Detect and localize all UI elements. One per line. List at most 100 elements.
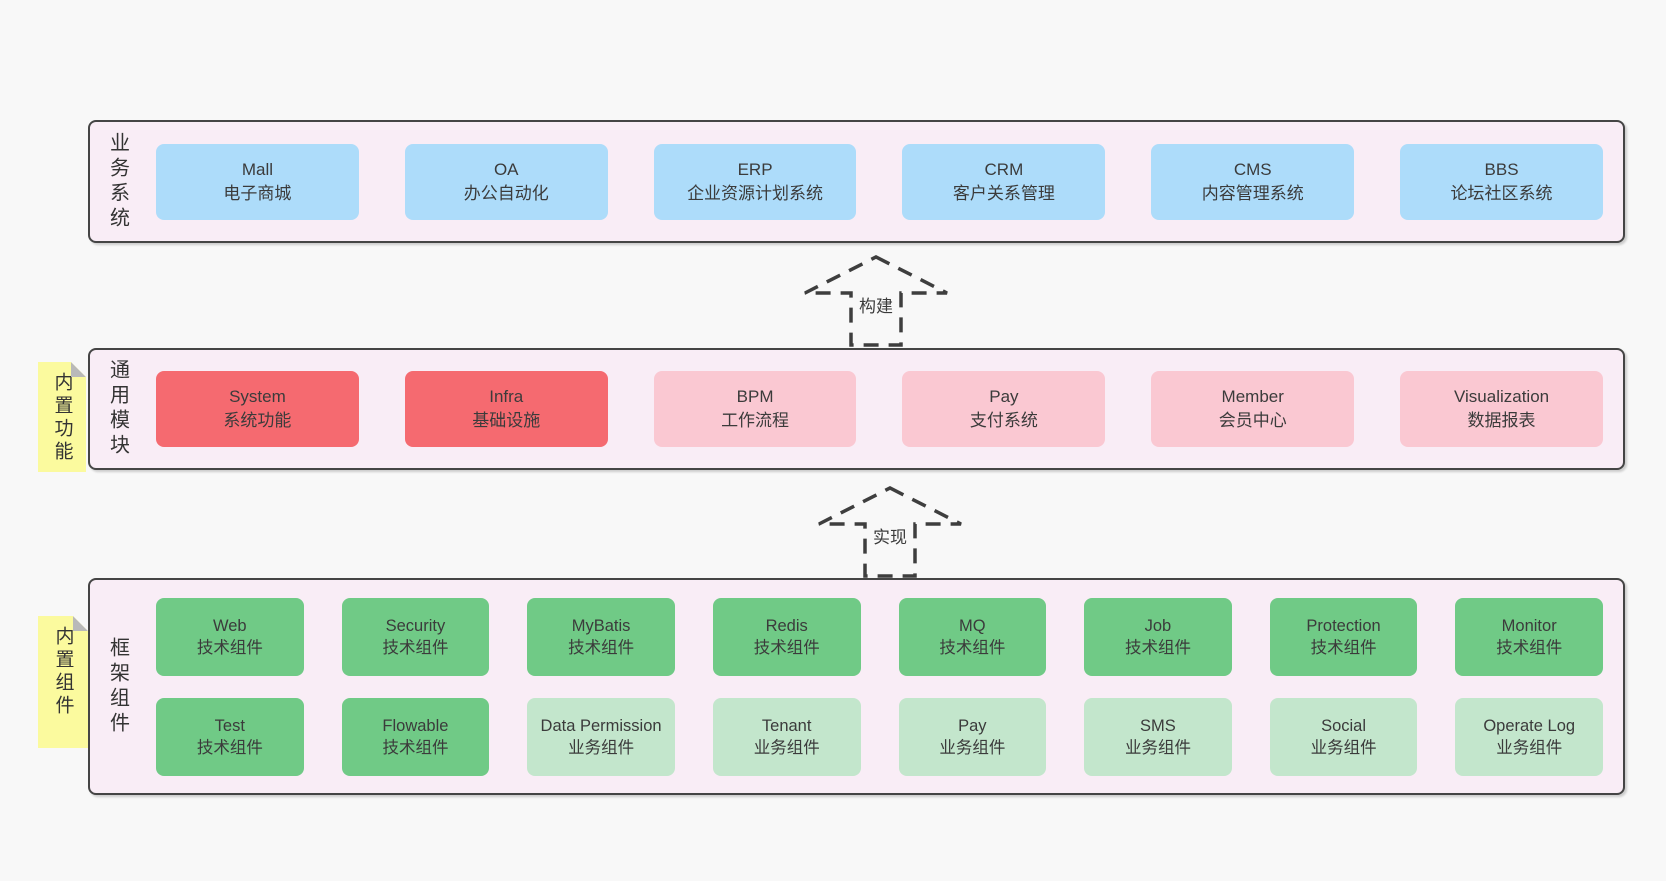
note-fold-icon	[71, 362, 86, 377]
box-title: CRM	[984, 159, 1024, 179]
box-title: Pay	[989, 387, 1019, 406]
box-mq: MQ 技术组件	[898, 597, 1047, 676]
box-system: System 系统功能	[156, 371, 359, 447]
box-subtitle: 企业资源计划系统	[687, 183, 824, 203]
box-title: Member	[1221, 387, 1284, 406]
box-title: SMS	[1140, 716, 1176, 735]
box-subtitle: 业务组件	[753, 738, 820, 757]
box-title: Social	[1321, 716, 1367, 735]
band-label-modules: 通用模块	[106, 359, 129, 459]
box-title: Operate Log	[1483, 716, 1576, 735]
box-member: Member 会员中心	[1151, 371, 1355, 447]
box-cms: CMS 内容管理系统	[1151, 143, 1355, 220]
box-sms: SMS 业务组件	[1084, 697, 1232, 776]
box-title: BBS	[1484, 159, 1519, 179]
box-monitor: Monitor 技术组件	[1455, 597, 1603, 676]
box-data-permission: Data Permission 业务组件	[527, 697, 675, 776]
box-title: Visualization	[1453, 387, 1550, 406]
box-web: Web 技术组件	[156, 597, 304, 676]
box-subtitle: 论坛社区系统	[1450, 183, 1553, 203]
box-social: Social 业务组件	[1269, 697, 1418, 776]
box-title: Mall	[241, 159, 273, 179]
box-mall: Mall 电子商城	[156, 143, 359, 220]
box-subtitle: 技术组件	[1124, 638, 1191, 657]
box-title: System	[229, 387, 286, 406]
box-erp: ERP 企业资源计划系统	[653, 143, 857, 220]
build-arrow: 构建	[800, 254, 952, 348]
box-title: Protection	[1306, 616, 1381, 635]
box-bbs: BBS 论坛社区系统	[1400, 143, 1603, 220]
box-subtitle: 工作流程	[721, 411, 790, 430]
box-title: OA	[493, 159, 519, 179]
box-title: MQ	[959, 616, 986, 635]
box-subtitle: 客户关系管理	[952, 183, 1055, 203]
box-subtitle: 技术组件	[382, 738, 449, 757]
box-subtitle: 数据报表	[1467, 411, 1536, 430]
box-title: MyBatis	[571, 616, 631, 635]
box-subtitle: 技术组件	[1496, 638, 1563, 657]
box-redis: Redis 技术组件	[712, 597, 861, 676]
box-subtitle: 技术组件	[1310, 638, 1377, 657]
box-subtitle: 业务组件	[1496, 738, 1563, 757]
box-operate-log: Operate Log 业务组件	[1455, 697, 1603, 776]
components-rows: Web 技术组件 Security 技术组件 MyBatis 技术组件 Redi…	[146, 580, 1623, 793]
implement-arrow: 实现	[814, 485, 966, 579]
box-subtitle: 电子商城	[223, 183, 292, 203]
dashed-up-arrow-icon	[804, 255, 948, 347]
band-common-modules: 通用模块 System 系统功能 Infra 基础设施 BPM 工作流程 Pay…	[88, 348, 1625, 470]
box-title: Security	[385, 616, 446, 635]
box-title: Job	[1144, 616, 1172, 635]
box-subtitle: 技术组件	[196, 638, 263, 657]
box-subtitle: 业务组件	[939, 738, 1006, 757]
band-business-systems: 业务系统 Mall 电子商城 OA 办公自动化 ERP 企业资源计划系统 CRM…	[88, 120, 1625, 243]
box-subtitle: 业务组件	[1124, 738, 1191, 757]
box-security: Security 技术组件	[341, 597, 490, 676]
note-text: 内置功能	[51, 372, 73, 464]
box-title: Data Permission	[540, 716, 662, 735]
box-title: Monitor	[1501, 616, 1557, 635]
box-flowable: Flowable 技术组件	[341, 697, 490, 776]
box-subtitle: 技术组件	[196, 738, 263, 757]
builtin-components-note: 内置组件	[38, 616, 88, 748]
box-title: Tenant	[761, 716, 812, 735]
box-subtitle: 技术组件	[568, 638, 635, 657]
band-framework-components: 框架组件 Web 技术组件 Security 技术组件 MyBatis 技术组件…	[88, 578, 1625, 795]
builtin-features-note: 内置功能	[38, 362, 86, 472]
box-subtitle: 系统功能	[223, 411, 292, 430]
band-label-business: 业务系统	[106, 131, 129, 232]
box-job: Job 技术组件	[1084, 597, 1232, 676]
box-oa: OA 办公自动化	[404, 143, 608, 220]
box-subtitle: 办公自动化	[463, 183, 549, 203]
box-subtitle: 会员中心	[1218, 411, 1287, 430]
box-protection: Protection 技术组件	[1269, 597, 1418, 676]
box-subtitle: 技术组件	[753, 638, 820, 657]
business-boxes-row: Mall 电子商城 OA 办公自动化 ERP 企业资源计划系统 CRM 客户关系…	[146, 122, 1623, 241]
box-subtitle: 业务组件	[568, 738, 635, 757]
build-arrow-label: 构建	[856, 292, 896, 317]
implement-arrow-label: 实现	[870, 523, 910, 548]
box-subtitle: 业务组件	[1310, 738, 1377, 757]
box-title: Pay	[958, 716, 987, 735]
dashed-up-arrow-icon	[818, 486, 962, 578]
note-fold-icon	[73, 616, 88, 631]
box-mybatis: MyBatis 技术组件	[527, 597, 675, 676]
box-pay: Pay 支付系统	[902, 371, 1106, 447]
box-title: Web	[212, 616, 247, 635]
box-title: ERP	[737, 159, 773, 179]
box-title: Test	[214, 716, 245, 735]
box-subtitle: 内容管理系统	[1201, 183, 1304, 203]
box-bpm: BPM 工作流程	[653, 371, 857, 447]
box-subtitle: 基础设施	[472, 411, 541, 430]
modules-boxes-row: System 系统功能 Infra 基础设施 BPM 工作流程 Pay 支付系统…	[146, 350, 1623, 468]
box-infra: Infra 基础设施	[404, 371, 608, 447]
box-title: Infra	[489, 387, 524, 406]
box-visualization: Visualization 数据报表	[1400, 371, 1603, 447]
box-title: Redis	[765, 616, 808, 635]
box-pay: Pay 业务组件	[898, 697, 1047, 776]
box-tenant: Tenant 业务组件	[712, 697, 861, 776]
components-row-1: Web 技术组件 Security 技术组件 MyBatis 技术组件 Redi…	[156, 597, 1603, 676]
box-subtitle: 技术组件	[939, 638, 1006, 657]
box-crm: CRM 客户关系管理	[902, 143, 1106, 220]
band-label-components: 框架组件	[106, 636, 129, 737]
box-subtitle: 技术组件	[382, 638, 449, 657]
